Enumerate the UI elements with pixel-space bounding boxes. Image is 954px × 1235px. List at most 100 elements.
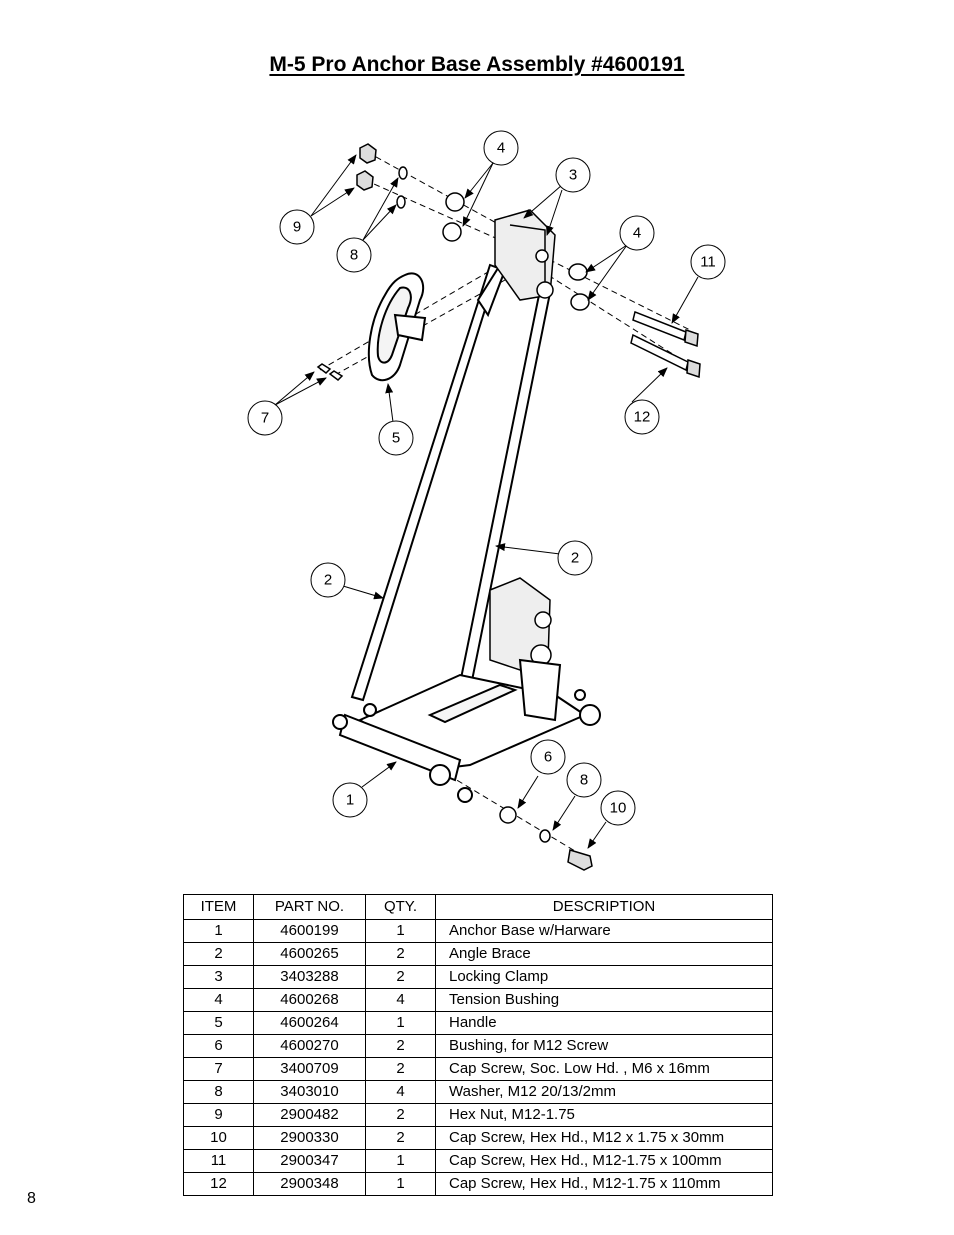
- cell-description: Anchor Base w/Harware: [435, 919, 773, 943]
- cell-description: Tension Bushing: [435, 988, 773, 1012]
- cell-part-no: 4600265: [253, 942, 366, 966]
- cell-part-no: 4600268: [253, 988, 366, 1012]
- cell-part-no: 3400709: [253, 1057, 366, 1081]
- cell-qty: 1: [365, 919, 436, 943]
- callout-1: 1: [332, 782, 368, 818]
- cell-qty: 4: [365, 988, 436, 1012]
- anchor-base: [332, 658, 601, 803]
- svg-text:1: 1: [346, 792, 354, 809]
- callout-10: 10: [600, 790, 636, 826]
- callout-7: 7: [247, 400, 283, 436]
- hardware-parts: [316, 143, 593, 871]
- header-item: ITEM: [183, 894, 254, 920]
- callout-11: 11: [690, 244, 726, 280]
- handle: [367, 272, 427, 382]
- svg-text:8: 8: [350, 247, 358, 264]
- svg-text:2: 2: [571, 550, 579, 567]
- locking-clamp-lower: [489, 577, 552, 671]
- cell-description: Handle: [435, 1011, 773, 1035]
- svg-text:6: 6: [544, 749, 552, 766]
- exploded-assembly-diagram: 4 3 9 8 4 11 7 5 12 2 2 6 8 10 1: [247, 130, 726, 871]
- cell-description: Cap Screw, Hex Hd., M12 x 1.75 x 30mm: [435, 1126, 773, 1150]
- cell-description: Cap Screw, Hex Hd., M12-1.75 x 110mm: [435, 1172, 773, 1196]
- svg-text:4: 4: [633, 225, 641, 242]
- cell-item: 1: [183, 919, 254, 943]
- callout-4-right: 4: [619, 215, 655, 251]
- page-number: 8: [27, 1190, 36, 1207]
- locking-clamp-top: [494, 209, 556, 301]
- cell-description: Cap Screw, Soc. Low Hd. , M6 x 16mm: [435, 1057, 773, 1081]
- cell-qty: 1: [365, 1149, 436, 1173]
- cell-qty: 2: [365, 1103, 436, 1127]
- cell-part-no: 2900347: [253, 1149, 366, 1173]
- callout-8-top: 8: [336, 237, 372, 273]
- svg-text:12: 12: [634, 409, 651, 426]
- cell-item: 12: [183, 1172, 254, 1196]
- callout-2-right: 2: [557, 540, 593, 576]
- svg-text:4: 4: [497, 140, 505, 157]
- table-header-row: ITEM PART NO. QTY. DESCRIPTION: [183, 894, 773, 920]
- callout-5: 5: [378, 420, 414, 456]
- cell-qty: 2: [365, 1034, 436, 1058]
- cell-part-no: 3403288: [253, 965, 366, 989]
- cell-description: Washer, M12 20/13/2mm: [435, 1080, 773, 1104]
- leader-lines: [274, 154, 699, 849]
- header-qty: QTY.: [365, 894, 436, 920]
- callout-8-bottom: 8: [566, 762, 602, 798]
- svg-text:7: 7: [261, 410, 269, 427]
- cell-description: Hex Nut, M12-1.75: [435, 1103, 773, 1127]
- cell-item: 10: [183, 1126, 254, 1150]
- callout-12: 12: [624, 399, 660, 435]
- svg-text:11: 11: [700, 254, 716, 271]
- svg-text:8: 8: [580, 772, 588, 789]
- callout-9: 9: [279, 209, 315, 245]
- cell-part-no: 2900330: [253, 1126, 366, 1150]
- cell-item: 7: [183, 1057, 254, 1081]
- svg-text:3: 3: [569, 167, 577, 184]
- cell-item: 3: [183, 965, 254, 989]
- cell-item: 5: [183, 1011, 254, 1035]
- cell-qty: 4: [365, 1080, 436, 1104]
- cell-item: 11: [183, 1149, 254, 1173]
- cell-qty: 1: [365, 1172, 436, 1196]
- svg-text:10: 10: [610, 800, 627, 817]
- cell-qty: 2: [365, 1057, 436, 1081]
- svg-text:2: 2: [324, 572, 332, 589]
- callout-4-top: 4: [483, 130, 519, 166]
- cell-part-no: 4600199: [253, 919, 366, 943]
- cell-description: Bushing, for M12 Screw: [435, 1034, 773, 1058]
- cell-part-no: 3403010: [253, 1080, 366, 1104]
- cell-item: 9: [183, 1103, 254, 1127]
- header-description: DESCRIPTION: [435, 894, 773, 920]
- cell-item: 2: [183, 942, 254, 966]
- cell-part-no: 2900348: [253, 1172, 366, 1196]
- cell-item: 6: [183, 1034, 254, 1058]
- cell-description: Angle Brace: [435, 942, 773, 966]
- cell-item: 8: [183, 1080, 254, 1104]
- cell-qty: 2: [365, 942, 436, 966]
- svg-text:9: 9: [293, 219, 301, 236]
- callout-2-left: 2: [310, 562, 346, 598]
- cell-item: 4: [183, 988, 254, 1012]
- callout-6: 6: [530, 739, 566, 775]
- cell-qty: 2: [365, 965, 436, 989]
- cell-part-no: 4600264: [253, 1011, 366, 1035]
- cell-part-no: 2900482: [253, 1103, 366, 1127]
- callout-3: 3: [555, 157, 591, 193]
- cell-qty: 1: [365, 1011, 436, 1035]
- cell-qty: 2: [365, 1126, 436, 1150]
- page-title: M-5 Pro Anchor Base Assembly #4600191: [269, 53, 685, 76]
